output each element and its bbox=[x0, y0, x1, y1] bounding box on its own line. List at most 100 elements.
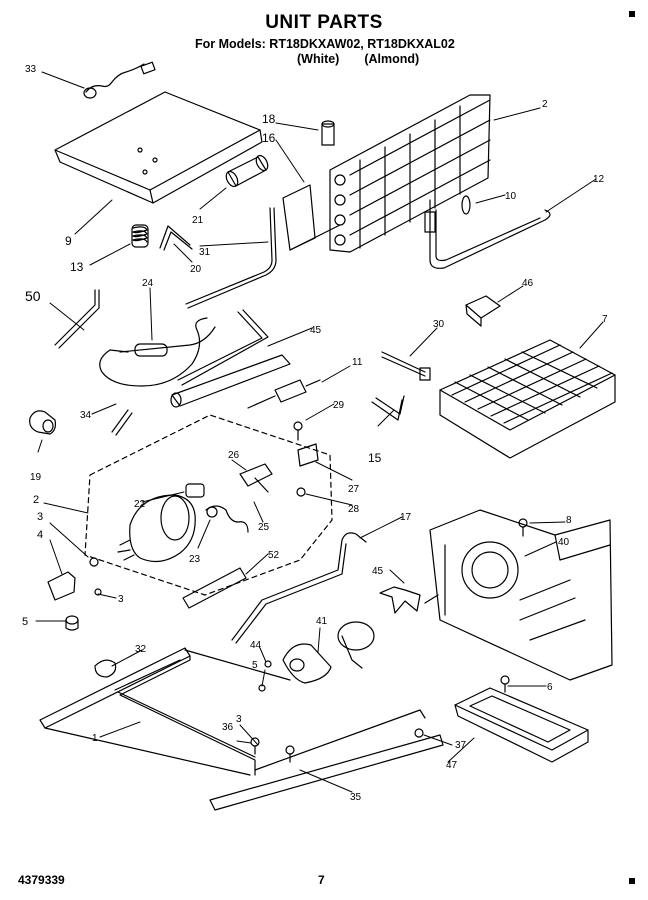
callout-29: 29 bbox=[333, 400, 345, 411]
part-1-base-frame bbox=[39, 647, 426, 776]
variant-almond: (Almond) bbox=[364, 52, 420, 66]
part-36-screws bbox=[250, 737, 295, 763]
part-29-screw bbox=[293, 421, 303, 441]
callout-3-lower: 3 bbox=[118, 594, 124, 605]
callout-33: 33 bbox=[25, 64, 37, 75]
callout-23: 23 bbox=[189, 554, 201, 565]
part-12-heater bbox=[424, 199, 551, 269]
page-number: 7 bbox=[318, 873, 325, 887]
callout-28: 28 bbox=[348, 504, 360, 515]
part-33-cord bbox=[83, 61, 156, 99]
callout-47: 47 bbox=[446, 760, 458, 771]
callout-3-base: 3 bbox=[236, 714, 242, 725]
callout-25: 25 bbox=[258, 522, 270, 533]
part-2-condenser bbox=[329, 94, 491, 253]
callout-27: 27 bbox=[348, 484, 360, 495]
part-7-evaporator bbox=[439, 339, 616, 459]
part-6-screw-left bbox=[94, 588, 102, 596]
callout-2-compressor: 2 bbox=[33, 494, 39, 506]
registration-mark-bottom-right bbox=[629, 878, 635, 884]
callout-13: 13 bbox=[70, 260, 84, 274]
part-47-drain-pan bbox=[454, 687, 589, 763]
callout-6: 6 bbox=[547, 682, 553, 693]
callout-35: 35 bbox=[350, 792, 362, 803]
callout-34: 34 bbox=[80, 410, 92, 421]
part-2-compressor bbox=[117, 494, 196, 563]
part-18-screw bbox=[321, 120, 335, 146]
part-17-tube bbox=[231, 532, 367, 644]
part-24-harness bbox=[99, 317, 216, 387]
callout-32: 32 bbox=[135, 644, 147, 655]
part-5-grommet bbox=[65, 615, 79, 631]
callout-19: 19 bbox=[30, 472, 42, 483]
callout-24: 24 bbox=[142, 278, 154, 289]
document-number: 4379339 bbox=[18, 873, 65, 887]
callout-20: 20 bbox=[190, 264, 202, 275]
callout-16: 16 bbox=[262, 131, 276, 145]
callout-labels: 33 18 16 2 12 10 21 9 13 20 31 24 50 45 … bbox=[22, 64, 608, 803]
part-19-grommet bbox=[29, 410, 57, 435]
part-16-bracket bbox=[282, 184, 341, 251]
part-40-bracket bbox=[424, 594, 439, 604]
part-50-rod bbox=[54, 289, 100, 349]
part-26-overload bbox=[239, 463, 273, 493]
callout-31: 31 bbox=[199, 247, 211, 258]
callout-17: 17 bbox=[400, 512, 412, 523]
callout-45-fan: 45 bbox=[372, 566, 384, 577]
callout-1: 1 bbox=[92, 733, 98, 744]
part-35-rail bbox=[209, 734, 444, 811]
callout-11: 11 bbox=[352, 357, 363, 368]
callout-41: 41 bbox=[316, 616, 328, 627]
callout-8: 8 bbox=[566, 515, 572, 526]
part-3-bolt bbox=[89, 557, 99, 567]
callout-3-upper: 3 bbox=[37, 511, 43, 523]
part-6-screw-right bbox=[500, 675, 510, 693]
part-5-screws-right bbox=[258, 660, 272, 692]
part-37-screw bbox=[414, 728, 424, 738]
callout-50: 50 bbox=[25, 288, 41, 304]
callout-37: 37 bbox=[455, 740, 467, 751]
callout-4: 4 bbox=[37, 529, 43, 541]
variant-line: (White) (Almond) bbox=[297, 52, 419, 66]
callout-21: 21 bbox=[192, 215, 204, 226]
part-15-bracket bbox=[371, 395, 405, 421]
part-23-clip bbox=[205, 505, 249, 533]
part-45-fan-blade bbox=[379, 586, 421, 614]
callout-5-left: 5 bbox=[22, 616, 28, 628]
callout-30: 30 bbox=[433, 319, 445, 330]
part-10-clip bbox=[461, 195, 471, 215]
callout-10: 10 bbox=[505, 191, 517, 202]
callout-44: 44 bbox=[250, 640, 262, 651]
callout-5-right: 5 bbox=[252, 660, 258, 671]
callout-12: 12 bbox=[593, 174, 605, 185]
part-8-screw bbox=[518, 518, 528, 537]
callout-2-condenser: 2 bbox=[542, 99, 548, 110]
part-52-tube bbox=[182, 567, 247, 609]
part-30-bolt bbox=[381, 351, 431, 381]
part-40-shroud bbox=[429, 509, 613, 681]
callout-45-upper: 45 bbox=[310, 325, 322, 336]
part-13-spring bbox=[131, 224, 149, 248]
callout-52: 52 bbox=[268, 550, 280, 561]
callout-9: 9 bbox=[65, 234, 72, 248]
callout-40: 40 bbox=[558, 537, 570, 548]
page-title: UNIT PARTS bbox=[265, 12, 383, 33]
part-22-relay bbox=[185, 483, 205, 498]
part-34-rod bbox=[111, 409, 133, 436]
part-11-fuse bbox=[247, 379, 321, 409]
part-21-drier bbox=[225, 154, 269, 188]
callout-26: 26 bbox=[228, 450, 240, 461]
models-line: For Models: RT18DKXAW02, RT18DKXAL02 bbox=[195, 37, 455, 51]
part-28-nut bbox=[296, 487, 306, 497]
part-9-panel bbox=[54, 91, 263, 204]
part-32-grommet bbox=[94, 659, 117, 678]
part-46-block bbox=[465, 295, 501, 327]
compressor-dashed-boundary bbox=[84, 414, 333, 596]
part-45-tube bbox=[170, 309, 291, 408]
callout-46: 46 bbox=[522, 278, 534, 289]
registration-mark-top-right bbox=[629, 11, 635, 17]
part-27-box bbox=[297, 443, 319, 467]
part-31-tube bbox=[185, 207, 277, 309]
variant-white: (White) bbox=[297, 52, 340, 66]
